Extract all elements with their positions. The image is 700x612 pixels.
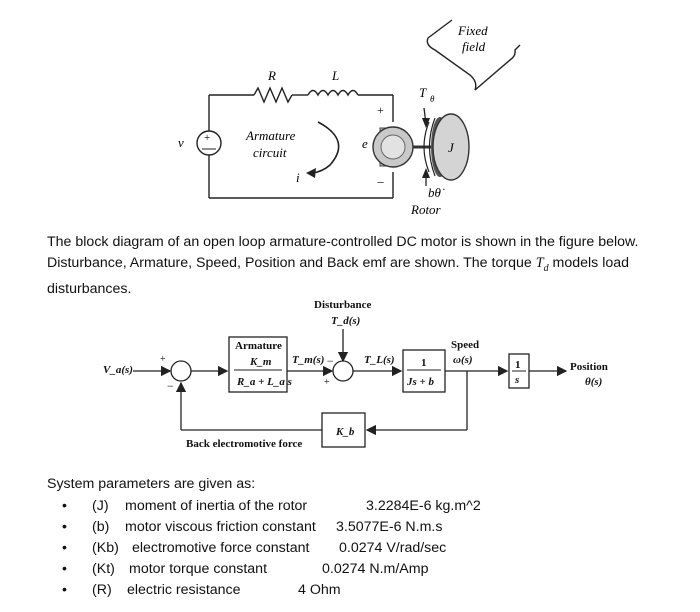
- intro-text-before: The block diagram of an open loop armatu…: [47, 234, 639, 271]
- integrator-denominator: s: [514, 374, 519, 386]
- param-description: motor torque constant: [129, 561, 268, 577]
- param-description: moment of inertia of the rotor: [125, 498, 308, 514]
- back-emf-label: Back electromotive force: [186, 438, 302, 450]
- rotor-tf-denominator: Js + b: [406, 376, 435, 388]
- motor-symbol: [372, 126, 432, 168]
- param-value: 3.5077E-6 N.m.s: [336, 519, 443, 535]
- param-symbol: (Kt): [92, 561, 115, 577]
- svg-text:θ: θ: [430, 94, 435, 104]
- integrator-numerator: 1: [515, 359, 521, 371]
- list-item: • (J) moment of inertia of the rotor 3.2…: [62, 496, 682, 517]
- fixed-field-label: Fixed: [457, 23, 488, 38]
- rotor-tf-numerator: 1: [421, 357, 427, 369]
- param-symbol: (Kb): [92, 540, 119, 556]
- disturbance-label: Disturbance: [314, 299, 372, 311]
- summing-junction-2: [332, 360, 354, 382]
- armature-circuit-label: Armature: [245, 128, 296, 143]
- armature-tf-denominator: R_a + L_a s: [236, 376, 292, 388]
- rotor-label: Rotor: [410, 202, 442, 217]
- block-diagram: Disturbance T_d(s) V_a(s) + − Armature K…: [103, 299, 608, 450]
- svg-text:−: −: [377, 175, 384, 190]
- svg-text:−: −: [327, 354, 334, 368]
- armature-tf-numerator: K_m: [249, 356, 272, 368]
- intro-text-after: models load disturbances.: [47, 255, 630, 297]
- fixed-field-label-2: field: [462, 39, 486, 54]
- rotor-disk: [423, 113, 470, 181]
- position-label: Position: [570, 361, 608, 373]
- rotor-block: [402, 349, 446, 393]
- param-symbol: (J): [92, 498, 109, 514]
- svg-text:+: +: [377, 103, 384, 117]
- motor-torque-signal: T_m(s): [292, 354, 324, 366]
- inductor-symbol: [307, 89, 359, 97]
- position-signal: θ(s): [585, 376, 602, 388]
- fixed-field-magnet: [426, 37, 477, 91]
- motor-circuit-figure: Fixed field + v R L Armature circuit i +…: [178, 19, 521, 217]
- list-item: • (R) electric resistance 4 Ohm: [62, 580, 682, 601]
- bullet-icon: •: [62, 519, 67, 535]
- svg-text:+: +: [324, 377, 330, 388]
- svg-text:+: +: [160, 354, 166, 365]
- bullet-icon: •: [62, 540, 67, 556]
- bullet-icon: •: [62, 561, 67, 577]
- svg-text:−: −: [167, 379, 174, 393]
- param-description: electromotive force constant: [132, 540, 310, 556]
- current-arrow-icon: [311, 121, 340, 174]
- current-label: i: [296, 170, 300, 185]
- params-title: System parameters are given as:: [47, 476, 256, 492]
- list-item: • (Kt) motor torque constant 0.0274 N.m/…: [62, 559, 682, 580]
- td-symbol: Td: [535, 255, 549, 274]
- list-item: • (b) motor viscous friction constant 3.…: [62, 517, 682, 538]
- back-emf-gain: K_b: [335, 426, 355, 438]
- speed-signal: ω(s): [453, 354, 473, 366]
- bullet-icon: •: [62, 498, 67, 514]
- summing-junction-1: [170, 360, 192, 382]
- input-signal: V_a(s): [103, 364, 133, 376]
- resistor-symbol: [253, 86, 293, 104]
- inductor-label: L: [331, 68, 339, 83]
- list-item: • (Kb) electromotive force constant 0.02…: [62, 538, 682, 559]
- param-value: 3.2284E-6 kg.m^2: [366, 498, 481, 514]
- param-description: motor viscous friction constant: [125, 519, 316, 535]
- disturbance-signal: T_d(s): [331, 315, 360, 327]
- svg-text:+: +: [204, 132, 210, 144]
- armature-label: Armature: [235, 340, 282, 352]
- params-list: • (J) moment of inertia of the rotor 3.2…: [62, 496, 682, 601]
- intro-paragraph: The block diagram of an open loop armatu…: [47, 232, 667, 300]
- bullet-icon: •: [62, 582, 67, 598]
- param-value: 0.0274 V/rad/sec: [339, 540, 447, 556]
- source-voltage-label: v: [178, 135, 184, 150]
- param-description: electric resistance: [127, 582, 241, 598]
- emf-label: e: [362, 136, 368, 151]
- armature-circuit-label-2: circuit: [253, 145, 287, 160]
- param-value: 4 Ohm: [298, 582, 341, 598]
- armature-block: [228, 336, 288, 393]
- inertia-label: J: [448, 140, 455, 155]
- param-value: 0.0274 N.m/Amp: [322, 561, 429, 577]
- resistor-label: R: [267, 68, 276, 83]
- param-symbol: (R): [92, 582, 112, 598]
- torque-label: T: [419, 85, 427, 100]
- friction-label: bθ̇: [428, 185, 445, 200]
- param-symbol: (b): [92, 519, 110, 535]
- load-torque-signal: T_L(s): [364, 354, 395, 366]
- speed-label: Speed: [451, 339, 479, 351]
